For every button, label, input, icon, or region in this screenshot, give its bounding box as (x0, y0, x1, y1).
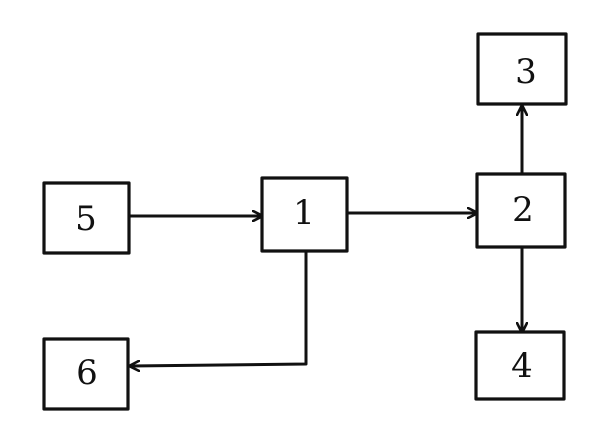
node-box-2: 2 (475, 172, 567, 249)
node-box-5: 5 (42, 181, 131, 255)
node-label-2: 2 (512, 190, 534, 230)
node-box-3: 3 (476, 32, 568, 106)
node-box-4: 4 (474, 330, 566, 401)
node-label-3: 3 (515, 52, 537, 92)
node-label-5: 5 (75, 199, 97, 239)
node-box-1: 1 (260, 176, 349, 253)
edge-1-to-6 (130, 249, 308, 366)
node-label-1: 1 (293, 193, 315, 233)
node-box-6: 6 (42, 337, 130, 411)
node-label-6: 6 (76, 353, 98, 393)
node-label-4: 4 (511, 346, 533, 386)
